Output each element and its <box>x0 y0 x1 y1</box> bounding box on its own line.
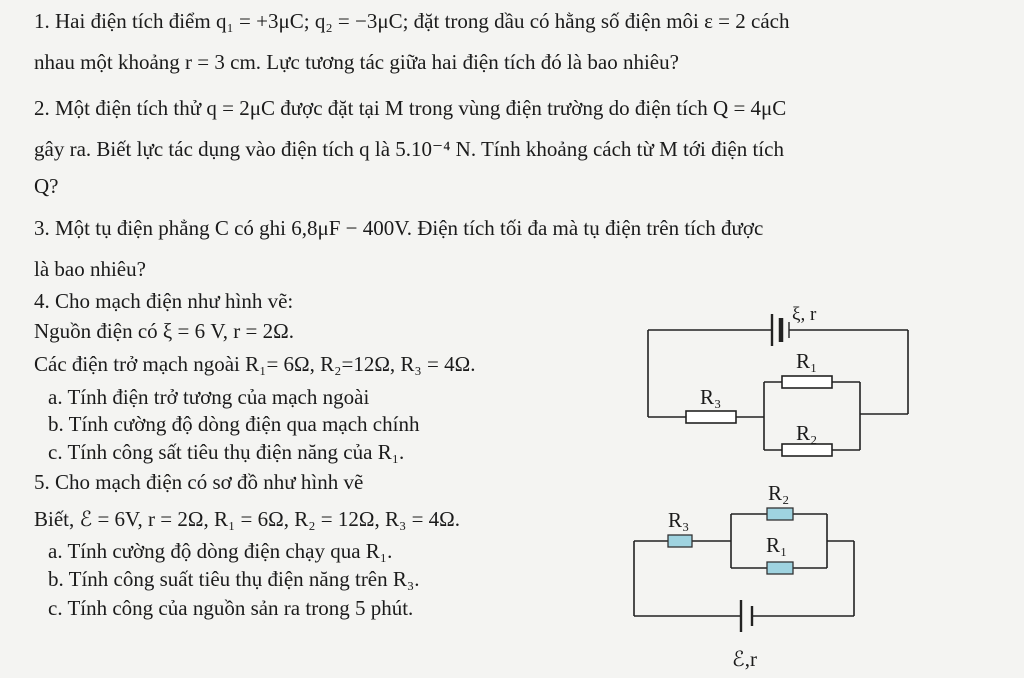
p4-item-b: b. Tính cường độ dòng điện qua mạch chín… <box>48 412 420 436</box>
p2-line1: 2. Một điện tích thử q = 2μC được đặt tạ… <box>34 96 787 120</box>
p2-line3: Q? <box>34 174 59 198</box>
p5-line2: Biết, ℰ = 6V, r = 2Ω, R₁ = 6Ω, R₂ = 12Ω,… <box>34 507 461 531</box>
p3-line1: 3. Một tụ điện phẳng C có ghi 6,8μF − 40… <box>34 216 764 240</box>
source-label-1: ξ, r <box>792 304 817 325</box>
r2-label-1: R₂ <box>796 421 817 445</box>
p3-line2: là bao nhiêu? <box>34 257 146 281</box>
r2-label-2: R₂ <box>768 481 789 505</box>
p4-item-c: c. Tính công sất tiêu thụ điện năng của … <box>48 440 405 464</box>
p5-item-b: b. Tính công suất tiêu thụ điện năng trê… <box>48 567 420 591</box>
p5-line1: 5. Cho mạch điện có sơ đồ như hình vẽ <box>34 470 364 494</box>
source-label-2: ℰ,r <box>732 647 757 671</box>
p4-line3: Các điện trở mạch ngoài R₁= 6Ω, R₂=12Ω, … <box>34 352 476 376</box>
resistor-r1-2 <box>766 561 794 575</box>
p2-line2: gây ra. Biết lực tác dụng vào điện tích … <box>34 137 784 161</box>
r3-label-1: R₃ <box>700 385 721 409</box>
resistor-r2-1 <box>781 443 833 457</box>
p4-item-a: a. Tính điện trở tương của mạch ngoài <box>48 385 370 409</box>
resistor-r2-2 <box>766 507 794 521</box>
p1-line1: 1. Hai điện tích điểm q₁ = +3μC; q₂ = −3… <box>34 9 790 33</box>
p1-line2: nhau một khoảng r = 3 cm. Lực tương tác … <box>34 50 679 74</box>
p5-item-c: c. Tính công của nguồn sản ra trong 5 ph… <box>48 596 414 620</box>
p5-item-a: a. Tính cường độ dòng điện chạy qua R₁. <box>48 539 393 563</box>
resistor-r3-1 <box>685 410 737 424</box>
r3-label-2: R₃ <box>668 508 689 532</box>
p4-line1: 4. Cho mạch điện như hình vẽ: <box>34 289 294 313</box>
p4-line2: Nguồn điện có ξ = 6 V, r = 2Ω. <box>34 319 294 343</box>
r1-label-2: R₁ <box>766 533 787 557</box>
resistor-r3-2 <box>667 534 693 548</box>
resistor-r1-1 <box>781 375 833 389</box>
r1-label-1: R₁ <box>796 349 817 373</box>
